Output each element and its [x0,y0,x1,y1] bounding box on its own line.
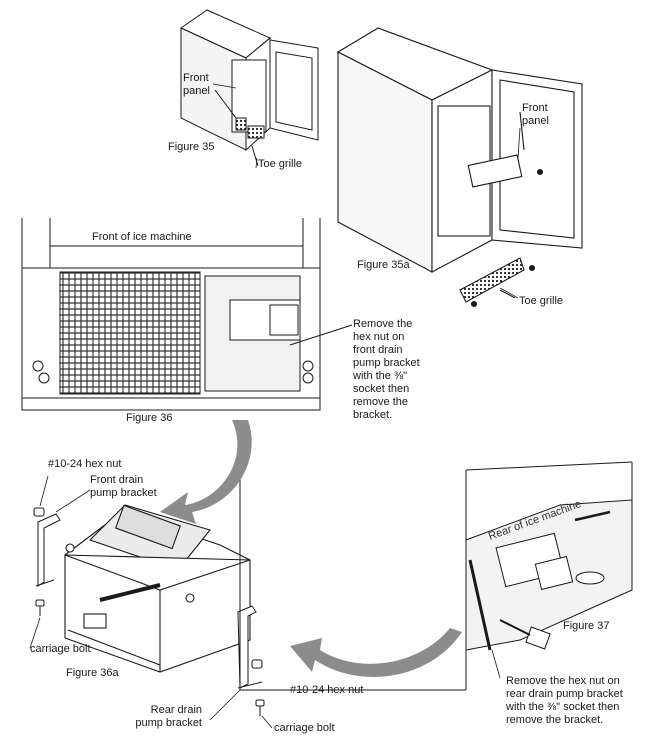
front-drain-pump-bracket-label: Front drain pump bracket [90,474,157,499]
rear-drain-pump-bracket-label: Rear drain pump bracket [135,704,202,729]
hex-nut-label-bottom: #10-24 hex nut [290,684,364,696]
remove-rear-bracket-instruction: Remove the hex nut on rear drain pump br… [506,675,623,726]
figure-37-view [239,420,633,691]
figure-36a-caption: Figure 36a [66,667,119,679]
figure-36a-pump [64,504,251,673]
flow-arrow-left [290,628,462,677]
front-of-ice-machine-label: Front of ice machine [92,231,192,243]
figure-36-view [21,218,353,411]
remove-front-bracket-instruction: Remove the hex nut on front drain pump b… [353,318,420,421]
figure-36-caption: Figure 36 [126,412,173,424]
front-panel-label-35a: Front panel [522,102,549,127]
rear-drain-bracket [237,605,265,716]
toe-grille-label-35: Toe grille [258,158,303,170]
toe-grille-label-35a: Toe grille [519,295,564,307]
figure-35a-caption: Figure 35a [357,259,410,271]
figure-35a-cabinet [336,27,583,308]
figure-35-cabinet [179,9,319,167]
flow-arrow-down [160,420,252,524]
hex-nut-label-top: #10-24 hex nut [48,458,122,470]
figure-37-caption: Figure 37 [563,620,610,632]
carriage-bolt-label-bottom: carriage bolt [274,722,335,734]
front-panel-label-35: Front panel [183,72,210,97]
carriage-bolt-label-left: carriage bolt [30,643,91,655]
front-drain-bracket [33,507,61,616]
figure-35-caption: Figure 35 [168,141,215,153]
leader-lines [29,83,521,729]
